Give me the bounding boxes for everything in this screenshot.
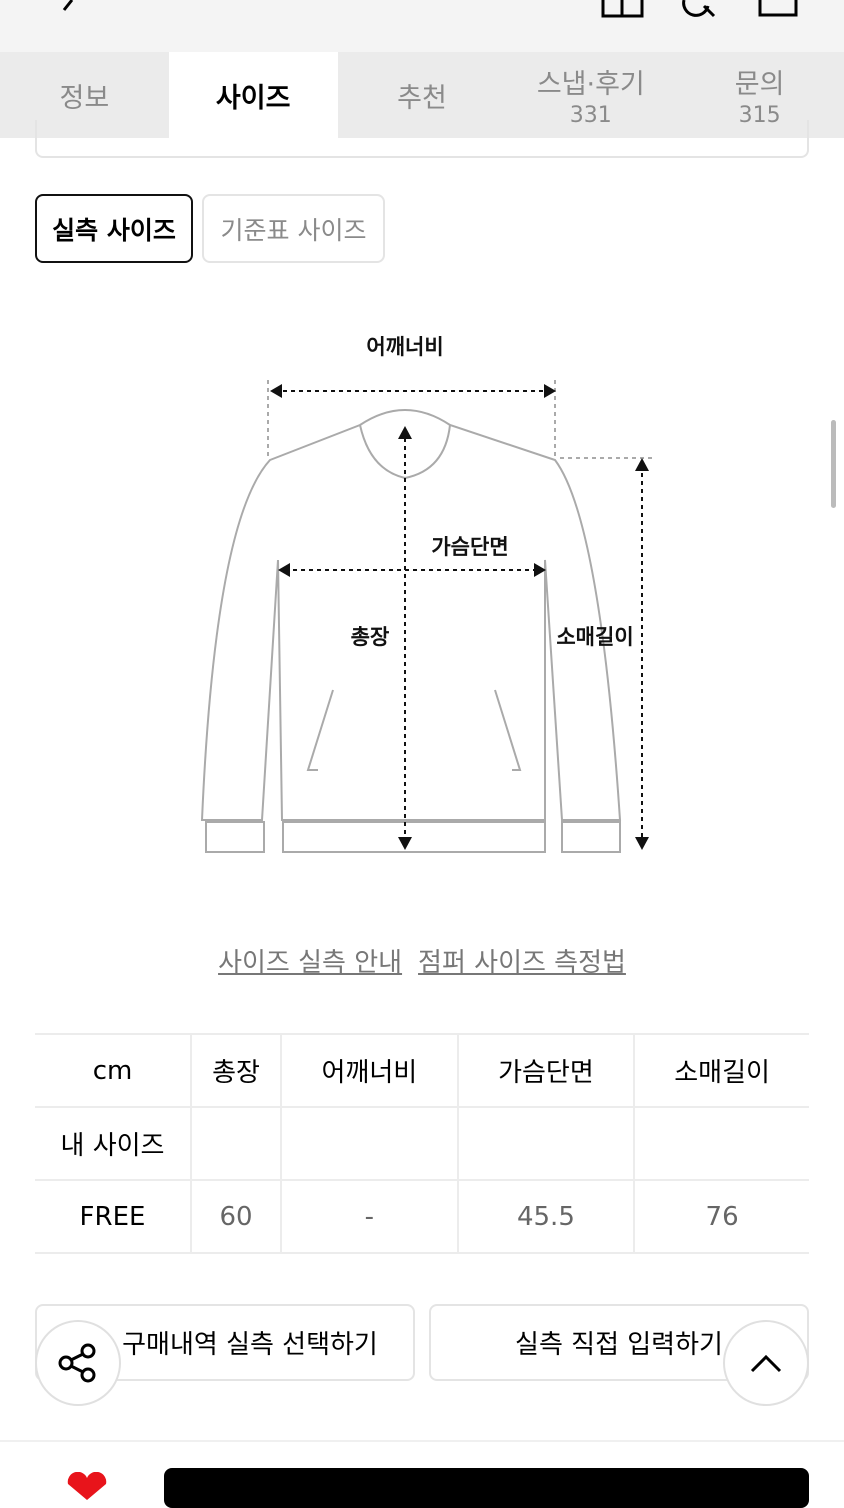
header-cell: cm bbox=[35, 1033, 191, 1108]
measure-lines bbox=[267, 380, 652, 845]
direct-input-button[interactable]: 실측 직접 입력하기 bbox=[429, 1304, 809, 1381]
chest-label: 가슴단면 bbox=[431, 535, 508, 559]
search-icon[interactable] bbox=[678, 0, 724, 18]
tab-inquiry[interactable]: 문의 315 bbox=[675, 52, 844, 138]
length-label: 총장 bbox=[351, 625, 390, 649]
arrow-heads bbox=[270, 384, 649, 850]
cell: 60 bbox=[189, 1179, 282, 1254]
heart-icon[interactable] bbox=[64, 1472, 110, 1500]
tab-info[interactable]: 정보 bbox=[0, 52, 169, 138]
row-label: FREE bbox=[35, 1179, 191, 1254]
size-guide-link[interactable]: 사이즈 실측 안내 bbox=[218, 948, 403, 978]
share-icon bbox=[58, 1343, 96, 1383]
header-cell: 총장 bbox=[189, 1033, 282, 1108]
tab-bar: 정보 사이즈 추천 스냅·후기 331 문의 315 bbox=[0, 52, 844, 138]
bottom-bar bbox=[0, 1440, 844, 1500]
purchase-history-button[interactable]: 구매내역 실측 선택하기 bbox=[35, 1304, 415, 1381]
share-button[interactable] bbox=[35, 1320, 121, 1406]
table-row: 내 사이즈 bbox=[35, 1106, 809, 1181]
chevron-up-icon bbox=[750, 1354, 782, 1373]
tab-label: 사이즈 bbox=[215, 82, 291, 114]
shoulder-label: 어깨너비 bbox=[366, 335, 443, 359]
jacket-outline bbox=[200, 409, 622, 853]
store-icon[interactable] bbox=[600, 0, 646, 18]
top-nav-bar bbox=[0, 0, 844, 52]
tab-count: 315 bbox=[738, 103, 781, 128]
table-row: FREE 60 - 45.5 76 bbox=[35, 1179, 809, 1254]
sleeve-label: 소매길이 bbox=[556, 625, 633, 649]
header-cell: 소매길이 bbox=[633, 1033, 809, 1108]
table-header-row: cm 총장 어깨너비 가슴단면 소매길이 bbox=[35, 1033, 809, 1108]
row-label: 내 사이즈 bbox=[35, 1106, 191, 1181]
cell bbox=[280, 1106, 458, 1181]
tab-count: 331 bbox=[569, 103, 612, 128]
cell: 45.5 bbox=[456, 1179, 635, 1254]
cell bbox=[189, 1106, 282, 1181]
standard-size-toggle[interactable]: 기준표 사이즈 bbox=[202, 194, 385, 263]
cell: 76 bbox=[633, 1179, 809, 1254]
scrollbar[interactable] bbox=[831, 420, 836, 508]
scroll-top-button[interactable] bbox=[723, 1320, 809, 1406]
tab-label: 정보 bbox=[59, 82, 110, 114]
measured-size-toggle[interactable]: 실측 사이즈 bbox=[35, 194, 193, 263]
tab-recommend[interactable]: 추천 bbox=[338, 52, 507, 138]
jacket-size-diagram: 어깨너비 가슴단면 총장 소매길이 bbox=[200, 335, 652, 853]
size-links: 사이즈 실측 안내 점퍼 사이즈 측정법 bbox=[0, 942, 844, 979]
measure-method-link[interactable]: 점퍼 사이즈 측정법 bbox=[418, 948, 626, 978]
tab-label: 스냅·후기 bbox=[536, 69, 645, 100]
cell: - bbox=[280, 1179, 458, 1254]
header-cell: 어깨너비 bbox=[280, 1033, 458, 1108]
tab-label: 추천 bbox=[397, 82, 447, 114]
cell bbox=[456, 1106, 635, 1181]
previous-section-box bbox=[35, 120, 809, 158]
tab-label: 문의 bbox=[734, 69, 785, 100]
size-table: cm 총장 어깨너비 가슴단면 소매길이 내 사이즈 FREE 60 - 45.… bbox=[35, 1033, 809, 1254]
cell bbox=[633, 1106, 809, 1181]
buy-button[interactable] bbox=[164, 1468, 809, 1508]
tab-size[interactable]: 사이즈 bbox=[168, 52, 338, 138]
cart-icon[interactable] bbox=[756, 0, 802, 18]
tab-snap-review[interactable]: 스냅·후기 331 bbox=[506, 52, 675, 138]
header-cell: 가슴단면 bbox=[456, 1033, 635, 1108]
back-icon[interactable] bbox=[50, 0, 80, 16]
